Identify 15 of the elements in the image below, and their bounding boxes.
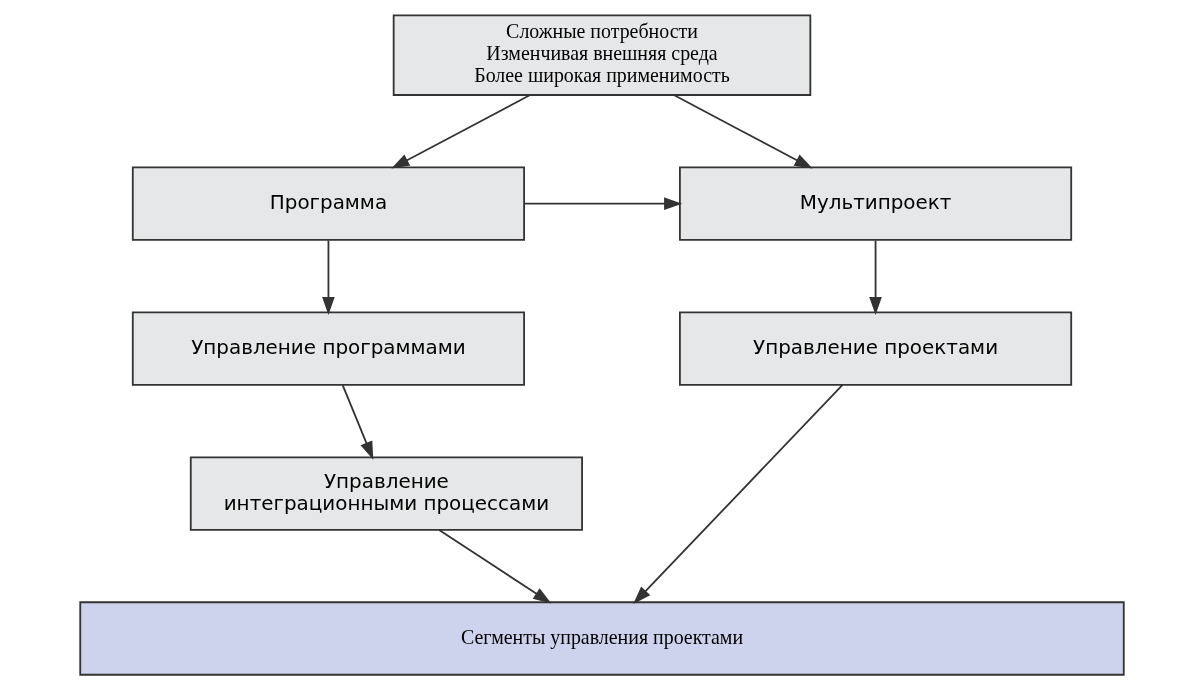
arrow bbox=[672, 94, 813, 169]
node-box: Программа bbox=[131, 166, 525, 241]
arrow bbox=[341, 384, 374, 460]
node-box: Сегменты управления проектами bbox=[79, 601, 1125, 676]
node-box: Управление программами bbox=[131, 311, 525, 386]
node-box: Мультипроект bbox=[679, 166, 1073, 241]
arrow bbox=[523, 197, 683, 211]
arrow bbox=[322, 239, 335, 316]
arrow bbox=[391, 94, 532, 169]
node-box: Сложные потребности Изменчивая внешняя среда Более широкая применимость bbox=[392, 14, 812, 96]
node-box: Управление интеграционными процессами bbox=[189, 456, 583, 531]
arrow bbox=[438, 529, 552, 604]
node-box: Управление проектами bbox=[679, 311, 1073, 386]
arrow bbox=[633, 384, 844, 604]
arrow bbox=[869, 239, 882, 316]
